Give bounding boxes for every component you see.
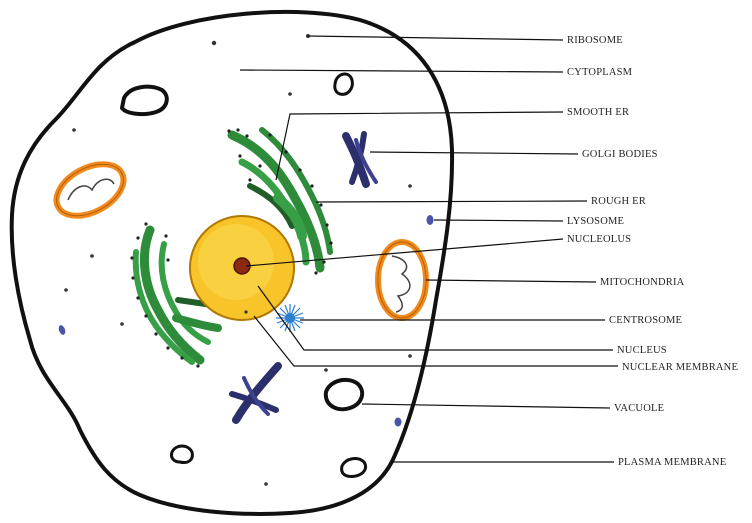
label-mitochondria: MITOCHONDRIA bbox=[600, 277, 685, 288]
label-nuclear-membrane: NUCLEAR MEMBRANE bbox=[622, 362, 738, 373]
label-rough-er: ROUGH ER bbox=[591, 196, 646, 207]
label-smooth-er: SMOOTH ER bbox=[567, 107, 629, 118]
label-centrosome: CENTROSOME bbox=[609, 315, 682, 326]
lysosome bbox=[427, 215, 434, 225]
label-golgi-bodies: GOLGI BODIES bbox=[582, 149, 658, 160]
vacuole-small-top bbox=[335, 74, 353, 94]
label-nucleus: NUCLEUS bbox=[617, 345, 667, 356]
label-ribosome: RIBOSOME bbox=[567, 35, 623, 46]
lysosome-3 bbox=[395, 418, 402, 427]
vacuole-main bbox=[326, 380, 362, 409]
label-plasma-membrane: PLASMA MEMBRANE bbox=[618, 457, 726, 468]
vacuole-bottom-right bbox=[342, 459, 366, 477]
vacuole-top bbox=[122, 87, 167, 114]
label-nucleolus: NUCLEOLUS bbox=[567, 234, 631, 245]
label-vacuole: VACUOLE bbox=[614, 403, 664, 414]
label-lysosome: LYSOSOME bbox=[567, 216, 624, 227]
label-cytoplasm: CYTOPLASM bbox=[567, 67, 633, 78]
labels: RIBOSOME CYTOPLASM SMOOTH ER GOLGI BODIE… bbox=[567, 35, 738, 468]
centrosome bbox=[276, 304, 304, 332]
mitochondrion-right bbox=[378, 242, 426, 318]
vacuole-bottom-left bbox=[171, 446, 192, 463]
